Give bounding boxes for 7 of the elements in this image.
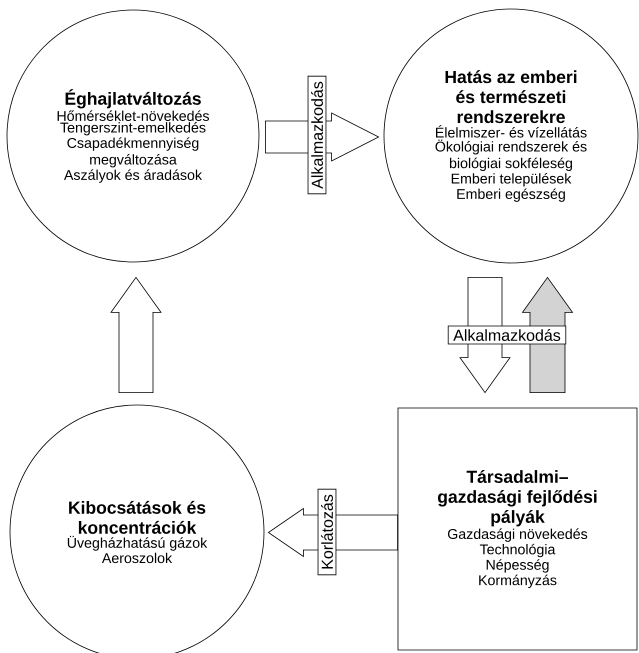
edge-label: Alkalmazkodás	[448, 326, 566, 344]
process-box: Társadalmi– gazdasági fejlődési pályák Gazdasági növekedés Technológia Népesség Kormányzás	[398, 408, 638, 650]
circle-node: Hatás az emberi és természeti rendszerekre Élelmiszer- és vízellátás Ökológiai rendszerek és biológiai sokféleség Emberi települések Emberi egészség	[384, 8, 638, 264]
edge-label: Alkalmazkodás	[308, 76, 326, 194]
edge-label: Korlátozás	[318, 488, 336, 576]
block-arrow	[110, 276, 162, 393]
circle-node: Éghajlatváltozás Hőmérséklet-növekedés Tengerszint-emelkedés Csapadékmennyiség megváltozása Aszályok és áradások	[6, 10, 260, 262]
